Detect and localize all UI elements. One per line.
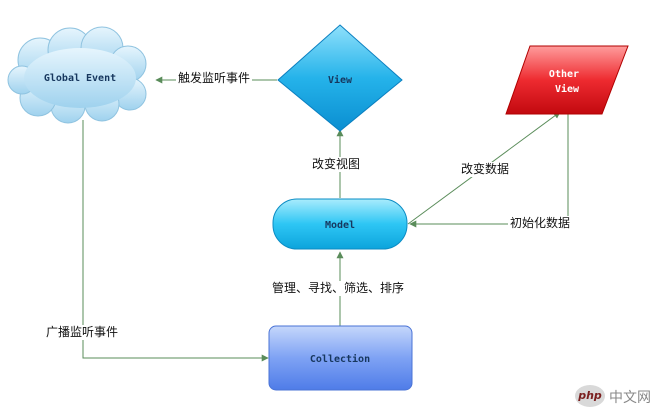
watermark-text: 中文网	[609, 390, 651, 406]
php-logo: php	[575, 385, 605, 407]
edge-label-change-view: 改变视图	[310, 157, 363, 172]
collection-box-shape	[268, 325, 413, 391]
node-model[interactable]: Model	[272, 198, 408, 250]
watermark: php 中文网	[575, 385, 660, 409]
edge-label-broadcast-listen-event: 广播监听事件	[44, 325, 121, 340]
cloud-shape	[7, 26, 147, 124]
node-view[interactable]: View	[277, 24, 403, 132]
node-other-view[interactable]: Other View	[505, 45, 629, 115]
edge-label-manage-find-filter-sort: 管理、寻找、筛选、排序	[270, 281, 407, 296]
node-collection[interactable]: Collection	[268, 325, 413, 391]
global-event-label: Global Event	[44, 73, 116, 84]
model-box-shape	[272, 198, 408, 250]
edge-label-change-data: 改变数据	[459, 162, 512, 177]
view-label: View	[328, 74, 353, 86]
view-diamond-shape	[277, 24, 403, 132]
other-view-label-line2: View	[555, 83, 580, 95]
edge-label-init-data: 初始化数据	[508, 216, 573, 231]
other-view-label: Other View	[549, 69, 585, 95]
node-global-event[interactable]: Global Event	[7, 26, 147, 124]
edge-label-trigger-listen-event: 触发监听事件	[176, 71, 253, 86]
collection-label: Collection	[310, 353, 370, 365]
edge-global-event-to-collection	[82, 120, 269, 362]
other-view-label-line1: Other	[549, 69, 579, 80]
other-view-parallelogram-shape	[505, 45, 629, 115]
model-label: Model	[325, 220, 355, 231]
